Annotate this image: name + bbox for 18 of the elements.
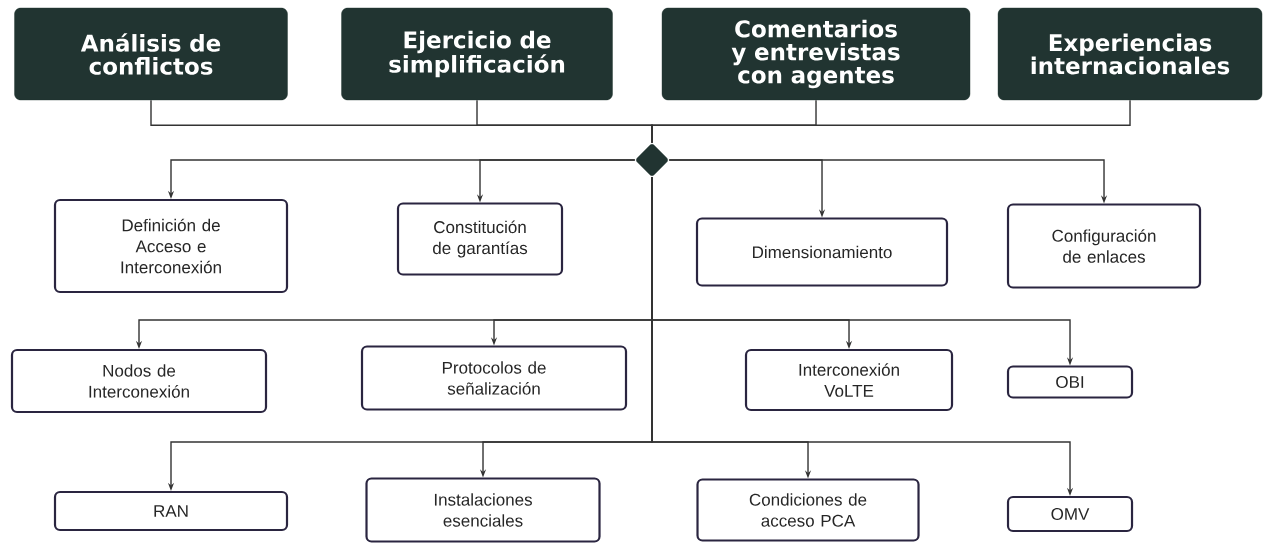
junction-diamond	[636, 144, 668, 176]
process-box: RAN	[53, 490, 289, 532]
heading-box: Ejercicio de simplificación	[341, 7, 613, 101]
process-box: OMV	[1006, 495, 1134, 533]
process-box: Instalaciones esenciales	[365, 477, 601, 543]
process-box: Definición de Acceso e Interconexión	[53, 198, 289, 294]
process-box: Protocolos de señalización	[360, 345, 628, 411]
process-box: OBI	[1006, 365, 1134, 399]
connector	[651, 99, 1131, 144]
process-box: Condiciones de acceso PCA	[696, 478, 920, 542]
heading-box: Experiencias internacionales	[997, 7, 1263, 101]
process-box: Configuración de enlaces	[1006, 203, 1202, 289]
process-box: Interconexión VoLTE	[744, 348, 954, 412]
process-box: Dimensionamiento	[695, 217, 949, 287]
process-box: Constitución de garantías	[396, 202, 564, 276]
process-box: Nodos de Interconexión	[10, 348, 268, 414]
heading-box: Comentarios y entrevistas con agentes	[661, 7, 971, 101]
heading-box: Análisis de conflictos	[14, 7, 288, 101]
